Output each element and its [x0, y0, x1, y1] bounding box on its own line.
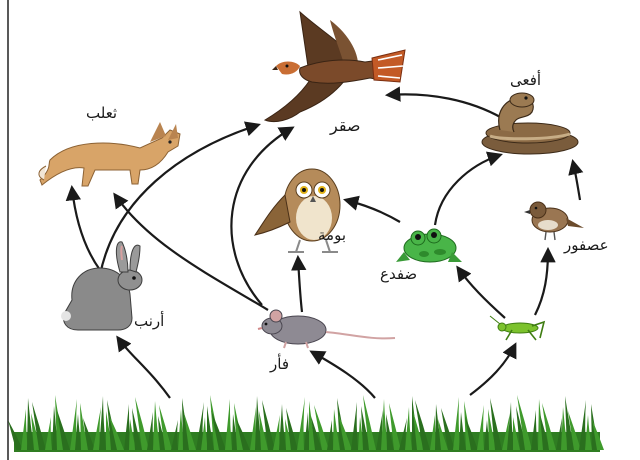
label-owl: بومة: [318, 228, 346, 243]
label-hawk: صقر: [330, 118, 361, 134]
grass-blade: [405, 407, 412, 450]
arrow-mouse-to-owl: [298, 258, 302, 312]
arrow-frog-to-owl: [346, 200, 400, 222]
arrow-grass-to-mouse: [312, 352, 375, 398]
hawk-illustration: [265, 12, 405, 122]
arrow-grasshopper-to-sparrow: [535, 250, 548, 315]
label-snake: أفعى: [510, 73, 541, 88]
rabbit-illustration: [61, 242, 142, 330]
grass-blade: [579, 400, 586, 450]
snake-illustration: [482, 93, 578, 154]
grass-blade: [99, 396, 106, 450]
label-rabbit: أرنب: [134, 314, 164, 329]
arrow-snake-to-hawk: [388, 94, 502, 118]
grass-blade: [351, 402, 358, 450]
arrow-sparrow-to-snake: [573, 162, 580, 200]
grass-blade: [279, 404, 286, 450]
arrow-grass-to-rabbit: [118, 338, 170, 398]
label-mouse: فأر: [270, 357, 289, 372]
grass: [8, 395, 604, 452]
grass-blade: [225, 399, 232, 450]
label-sparrow: عصفور: [564, 238, 609, 253]
frog-illustration: [396, 229, 462, 262]
grass-blade: [21, 409, 28, 450]
mouse-illustration: [258, 310, 395, 348]
label-fox: ثعلب: [86, 106, 117, 121]
label-frog: ضفدع: [380, 267, 417, 282]
arrow-rabbit-to-fox: [72, 188, 100, 270]
arrow-frog-to-snake: [435, 155, 500, 225]
sparrow-illustration: [524, 202, 584, 240]
grass-blade: [477, 405, 484, 450]
grass-blade: [531, 410, 538, 450]
grass-blade: [147, 412, 154, 450]
grasshopper-illustration: [490, 316, 544, 340]
arrow-grass-to-grasshopper: [470, 345, 515, 395]
fox-illustration: [39, 122, 180, 186]
arrow-grasshopper-to-frog: [458, 268, 505, 318]
grass-blade: [453, 397, 460, 450]
